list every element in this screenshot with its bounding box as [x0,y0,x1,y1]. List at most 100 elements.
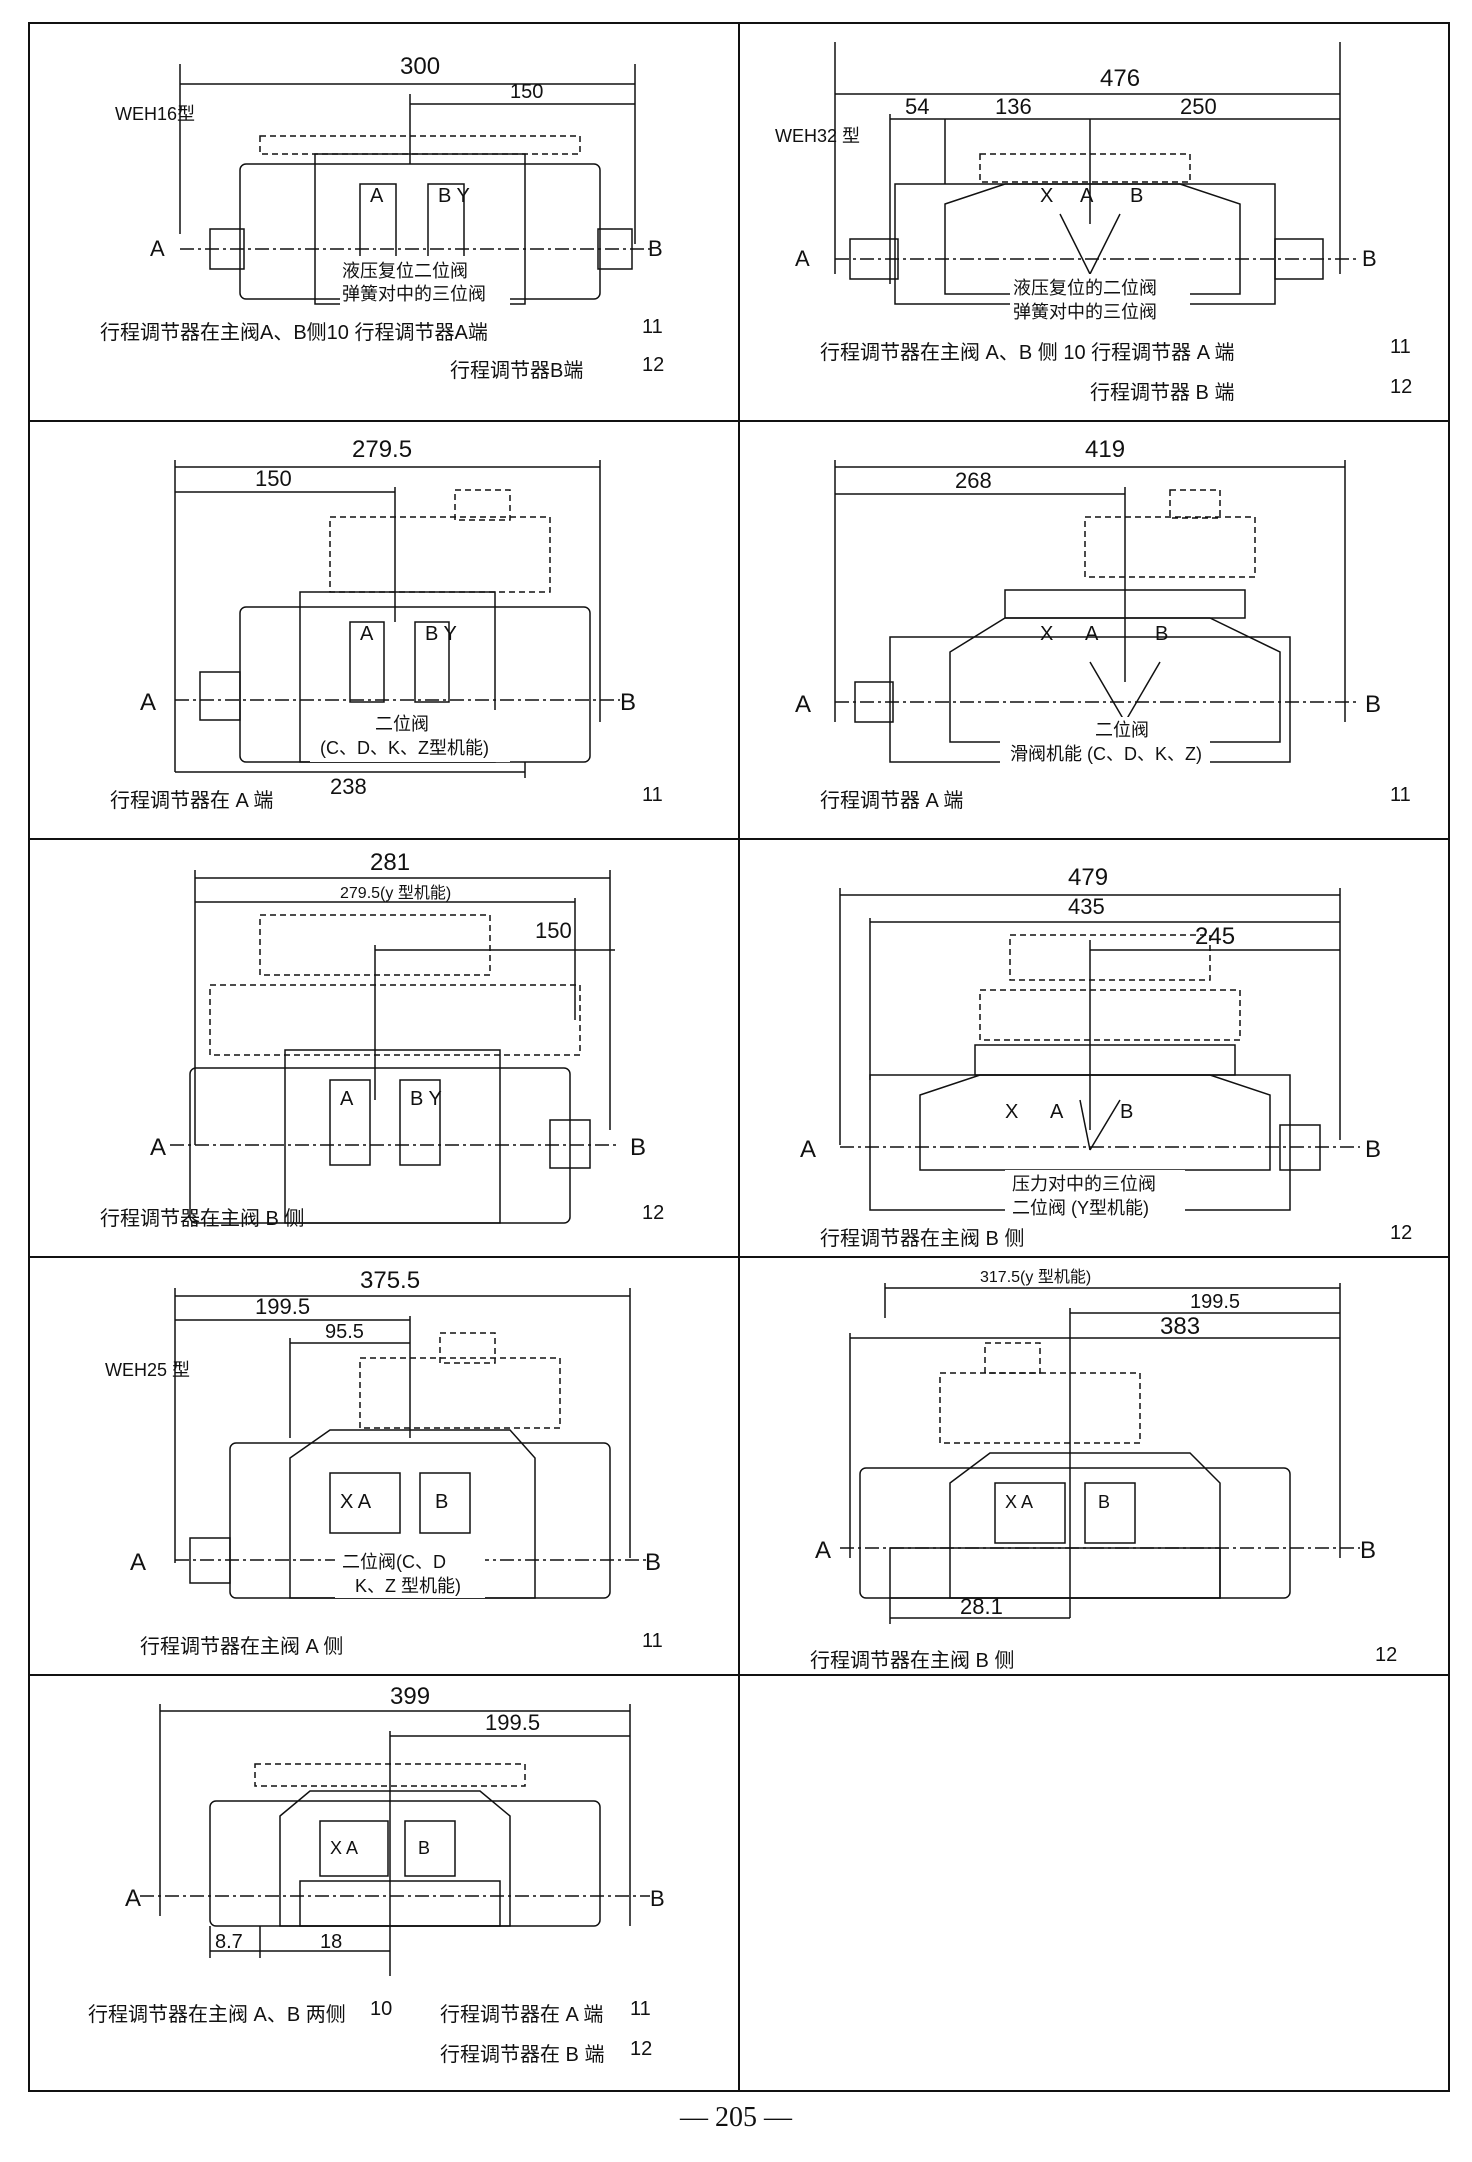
port-b-p7: B [645,1549,661,1576]
caption-p6-num1: 12 [1390,1222,1413,1244]
caption-p8-line1: 行程调节器在主阀 B 侧 [810,1650,1015,1672]
valve-label-p6-b: B [1120,1101,1133,1123]
model-label-p1: WEH16型 [115,104,195,124]
caption-p1-line1: 行程调节器在主阀A、B侧10 行程调节器A端 [100,322,488,344]
caption-p5-num1: 12 [642,1202,665,1224]
center-text-p6-0: 压力对中的三位阀 [1012,1174,1156,1194]
dim-p2-2: 136 [995,94,1032,119]
port-b-p4: B [1365,691,1381,718]
caption-p7-num1: 11 [642,1630,663,1652]
caption-p4-line1: 行程调节器 A 端 [820,790,964,812]
model-label-p2: WEH32 型 [775,126,860,146]
dim-p9-0: 399 [390,1683,430,1710]
valve-label-p3-by: B Y [425,623,457,645]
port-a-p3: A [140,689,156,716]
caption-p4-num1: 11 [1390,784,1411,806]
caption-p2-line2: 行程调节器 B 端 [1090,382,1235,404]
dim-p4-0: 419 [1085,436,1125,463]
valve-label-p5-by: B Y [410,1088,442,1110]
dim-p9-3: 18 [320,1931,342,1953]
valve-label-p6-x: X [1005,1101,1018,1123]
caption-p9-extra-num: 11 [630,1998,651,2020]
center-text-p2-1: 弹簧对中的三位阀 [1013,302,1157,322]
caption-p1-line2: 行程调节器B端 [450,360,584,382]
caption-p1-num1: 11 [642,316,663,338]
valve-label-p7-xa: X A [340,1491,372,1513]
panel-3: 279.5 150 238 A B A B Y 二位阀 (C、D、K、Z型机能)… [28,420,740,840]
dim-p9-1: 199.5 [485,1710,540,1735]
center-text-p2-0: 液压复位的二位阀 [1013,278,1157,298]
valve-label-p1-by: B Y [438,185,470,207]
center-text-p1-0: 液压复位二位阀 [342,261,468,281]
valve-drawing-1: 300 150 WEH16型 A B A B Y 液压复位二位阀 弹簧对中的三位… [115,53,663,306]
port-a-p9: A [125,1885,141,1912]
caption-p3-num1: 11 [642,784,663,806]
dim-p3-0: 279.5 [352,436,412,463]
port-b-p3: B [620,689,636,716]
valve-label-p3-a: A [360,623,374,645]
valve-label-p6-a: A [1050,1101,1064,1123]
valve-label-p4-b: B [1155,623,1168,645]
port-b-p8: B [1360,1537,1376,1564]
dim-p4-1: 268 [955,468,992,493]
caption-p8-num1: 12 [1375,1644,1398,1666]
valve-drawing-6: 479 435 245 A B X A B 压力对中的三位阀 二位阀 (Y型机能… [800,864,1381,1220]
caption-p9-num2: 12 [630,2038,653,2060]
panel-empty [738,1674,1450,2092]
panel-6: 479 435 245 A B X A B 压力对中的三位阀 二位阀 (Y型机能… [738,838,1450,1258]
panel-9: 399 199.5 8.7 18 A B X A B 行程调节器在主阀 A、B … [28,1674,740,2092]
valve-drawing-4: 419 268 A B X A B 二位阀 滑阀机能 (C、D、K、Z) [795,436,1381,767]
port-b-p1: B [648,236,663,261]
port-a-p8: A [815,1537,831,1564]
panel-weh25: 375.5 199.5 95.5 WEH25 型 A B X A B 二位阀(C… [28,1256,740,1676]
valve-drawing-9: 399 199.5 8.7 18 A B X A B [125,1683,665,1976]
dim-p8-0: 317.5(y 型机能) [980,1268,1091,1286]
port-a-p1: A [150,236,165,261]
valve-label-p8-xa: X A [1005,1492,1033,1512]
page-number-value: 205 [715,2102,757,2133]
center-text-p6-1: 二位阀 (Y型机能) [1012,1198,1149,1218]
valve-drawing-3: 279.5 150 238 A B A B Y 二位阀 (C、D、K、Z型机能) [140,436,636,799]
port-a-p5: A [150,1134,166,1161]
caption-p1-num2: 12 [642,354,665,376]
caption-p3-line1: 行程调节器在 A 端 [110,790,274,812]
dim-p1-1: 150 [510,81,543,103]
valve-drawing-8: 317.5(y 型机能) 199.5 383 28.1 A B X A B [815,1268,1376,1624]
dim-p7-2: 95.5 [325,1321,364,1343]
center-text-p7-0: 二位阀(C、D [342,1552,446,1572]
valve-drawing-7: 375.5 199.5 95.5 WEH25 型 A B X A B 二位阀(C… [105,1267,661,1599]
port-b-p6: B [1365,1136,1381,1163]
valve-drawing-2: 476 54 136 250 WEH32 型 A B X A B 液压复位的二位… [775,42,1377,326]
port-a-p6: A [800,1136,816,1163]
panel-weh32: 476 54 136 250 WEH32 型 A B X A B 液压复位的二位… [738,22,1450,422]
dim-p8-1: 199.5 [1190,1291,1240,1313]
valve-label-p8-b: B [1098,1492,1110,1512]
dim-p8-2: 383 [1160,1313,1200,1340]
dim-p2-3: 250 [1180,94,1217,119]
dim-p3-1: 150 [255,466,292,491]
valve-label-p7-b: B [435,1491,448,1513]
drawing-grid: 300 150 WEH16型 A B A B Y 液压复位二位阀 弹簧对中的三位… [28,22,1450,2092]
dim-p5-1: 279.5(y 型机能) [340,884,451,902]
caption-p2-num2: 12 [1390,376,1413,398]
center-text-p3-1: (C、D、K、Z型机能) [320,738,489,758]
caption-p7-line1: 行程调节器在主阀 A 侧 [140,1636,344,1658]
dim-p5-0: 281 [370,849,410,876]
valve-label-p2-x: X [1040,185,1053,207]
center-text-p3-0: 二位阀 [375,714,429,734]
valve-label-p2-b: B [1130,185,1143,207]
port-b-p2: B [1362,246,1377,271]
dim-p7-1: 199.5 [255,1294,310,1319]
panel-4: 419 268 A B X A B 二位阀 滑阀机能 (C、D、K、Z) 行程调… [738,420,1450,840]
valve-label-p1-a: A [370,185,384,207]
caption-p9-line2: 行程调节器在 B 端 [440,2044,605,2066]
valve-label-p4-x: X [1040,623,1053,645]
caption-p5-line1: 行程调节器在主阀 B 侧 [100,1208,305,1230]
dim-p1-0: 300 [400,53,440,80]
page-number: — 205 — [680,2102,792,2133]
dim-p2-0: 476 [1100,65,1140,92]
dim-p3-2: 238 [330,774,367,799]
valve-label-p2-a: A [1080,185,1094,207]
dim-p6-2: 245 [1195,923,1235,950]
caption-p9-extra: 行程调节器在 A 端 [440,2004,604,2026]
